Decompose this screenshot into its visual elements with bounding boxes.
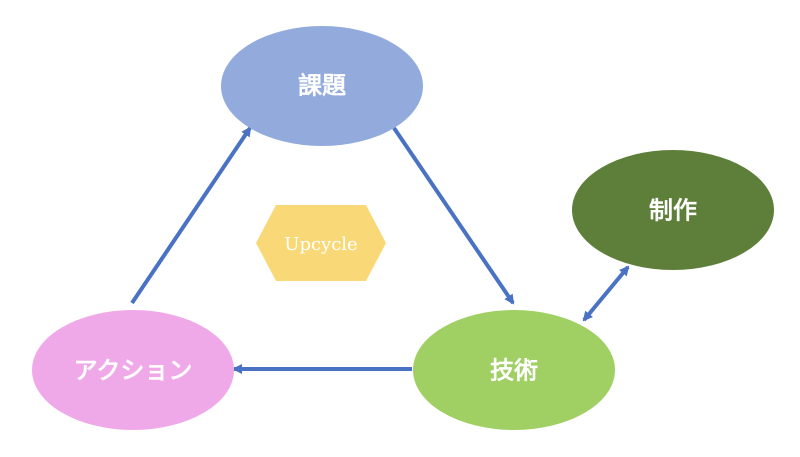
arrow-action-to-kadai [130, 126, 252, 305]
center-hexagon: Upcycle [256, 205, 386, 281]
center-hexagon-shape [256, 205, 386, 281]
node-action: アクション [32, 310, 234, 430]
node-gijutsu: 技術 [413, 310, 615, 430]
node-action-label: アクション [74, 356, 193, 385]
arrow-kadai-to-gijutsu [392, 126, 515, 305]
node-gijutsu-shape [413, 310, 615, 430]
node-seisaku-label: 制作 [649, 196, 697, 225]
node-seisaku-shape [572, 150, 774, 270]
node-kadai-shape [221, 26, 423, 146]
node-kadai-label: 課題 [298, 71, 347, 100]
center-hexagon-label: Upcycle [284, 234, 357, 255]
node-kadai: 課題 [221, 26, 423, 146]
node-gijutsu-label: 技術 [490, 356, 538, 385]
node-seisaku: 制作 [572, 150, 774, 270]
arrow-gijutsu-seisaku-bidirectional [582, 265, 630, 322]
node-action-shape [32, 310, 234, 430]
